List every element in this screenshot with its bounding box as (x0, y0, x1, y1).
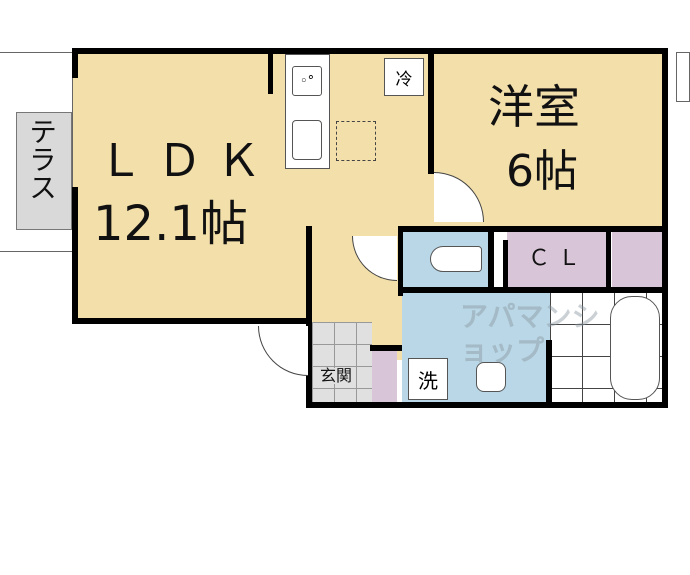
closet-label: ＣＬ (528, 246, 589, 271)
entrance (312, 322, 372, 404)
western-label: 洋室 (488, 80, 580, 134)
closet-2 (612, 232, 664, 287)
wall (546, 340, 552, 406)
entrance-label: 玄関 (320, 366, 353, 385)
wall (398, 287, 668, 293)
wall (488, 232, 494, 287)
wall (370, 345, 402, 351)
range-hood-icon (336, 121, 376, 161)
fridge-space: 冷 (384, 58, 424, 96)
wall (268, 52, 273, 94)
wall (503, 240, 508, 287)
wall (306, 402, 668, 408)
wall (72, 48, 78, 78)
wall (72, 187, 78, 324)
shoe-storage (372, 350, 397, 404)
window (676, 52, 690, 102)
wall (398, 226, 668, 232)
western-size: 6帖 (506, 146, 578, 197)
wall (606, 232, 611, 287)
wash-basin-icon (476, 362, 506, 392)
wall (398, 226, 403, 296)
bathtub-icon (610, 296, 660, 400)
watermark: アパマンショップ (460, 300, 600, 367)
closet (507, 232, 607, 287)
terrace-label: テラス (25, 117, 58, 201)
ldk-size: 12.1帖 (93, 196, 248, 252)
washer-space: 洗 (408, 358, 448, 400)
sink-icon (292, 120, 322, 160)
toilet-icon (430, 246, 482, 272)
wall (72, 318, 312, 324)
stove-icon: ◦° (292, 66, 322, 96)
wall (428, 48, 434, 174)
terrace-area (16, 112, 72, 230)
wall (72, 48, 668, 54)
wall (306, 226, 312, 408)
ldk-label: ＬＤＫ (98, 134, 276, 187)
entry-door-swing (258, 326, 308, 376)
